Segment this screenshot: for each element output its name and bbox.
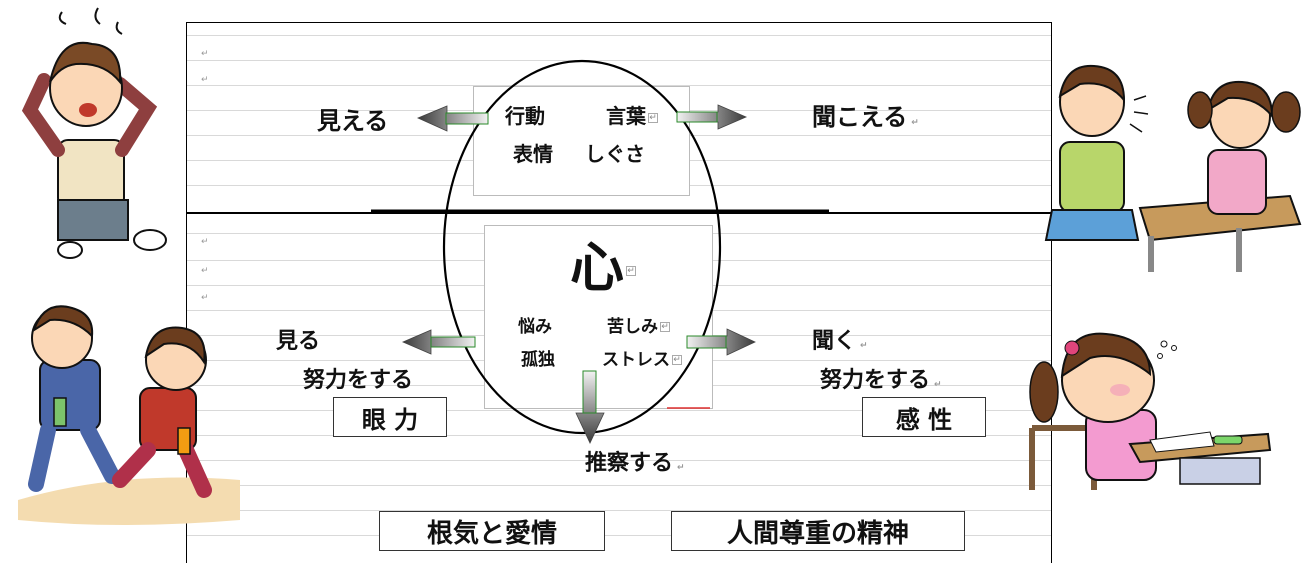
word-suffering: 苦しみ↵ [607,317,670,337]
studying-girl-illustration [1029,332,1272,490]
heart-character: 心↵ [570,236,636,299]
walking-children-illustration [18,305,240,525]
box-sensitivity: 感 性 [862,397,986,437]
label-effort-left: 努力をする [303,368,414,393]
return-mark: ↵ [201,293,209,303]
label-infer: 推察する↵ [585,451,685,476]
label-see: 見る [276,329,321,354]
behavior-box [473,86,690,196]
label-audible: 聞こえる↵ [812,103,919,131]
word-worry: 悩み [518,317,552,337]
arrow-left-upper [416,105,489,132]
heart-box [484,225,713,409]
label-listen: 聞く↵ [812,329,868,354]
box-patience-love: 根気と愛情 [379,511,605,551]
box-insight: 眼 力 [333,397,447,437]
arrow-left-lower [401,329,476,355]
arrow-right-lower [686,328,756,356]
word-behavior: 行動 [505,104,545,128]
heart-ellipse [442,59,722,435]
label-effort-right: 努力をする↵ [820,368,942,393]
word-loneliness: 孤独 [521,350,555,370]
label-visible: 見える [317,107,389,135]
word-stress: ストレス↵ [602,350,682,370]
arrow-down [575,370,605,444]
arrow-right-upper [676,104,748,130]
return-mark: ↵ [201,266,209,276]
return-mark: ↵ [201,75,209,85]
box-human-respect: 人間尊重の精神 [671,511,965,551]
word-gesture: しぐさ [585,142,645,166]
stressed-boy-illustration [21,7,167,259]
return-mark: ↵ [201,237,209,247]
word-expression: 表情 [513,142,553,166]
talking-girls-illustration [1044,64,1302,272]
return-mark: ↵ [201,49,209,59]
center-divider [187,212,1051,214]
word-speech: 言葉↵ [606,104,658,128]
